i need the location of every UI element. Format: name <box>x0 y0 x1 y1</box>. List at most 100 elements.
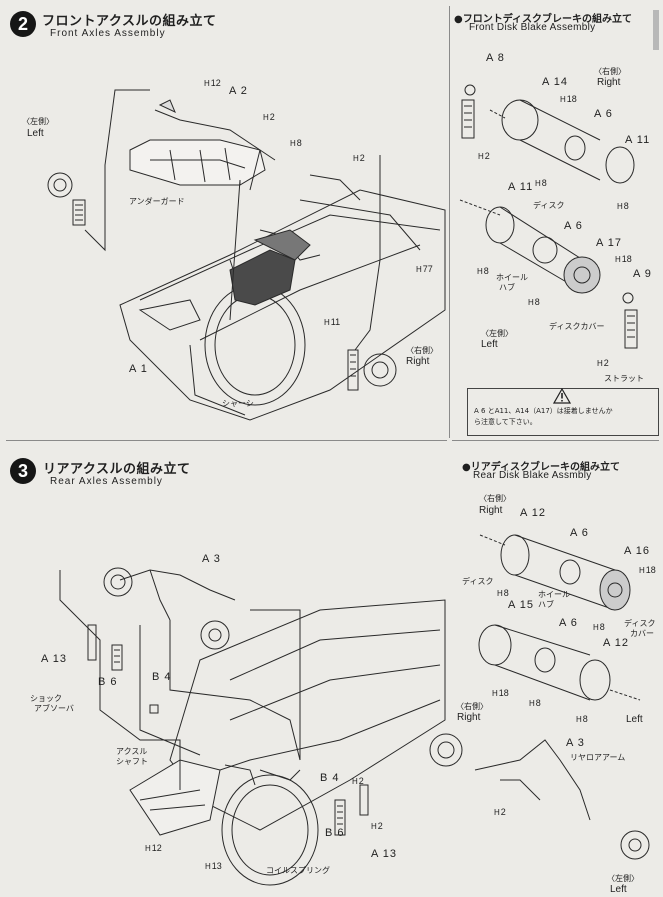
front-disk-a14: A 14 <box>542 76 569 88</box>
step3-b6b: B 6 <box>325 827 345 839</box>
rear-disk-title-jp: ●リアディスクブレーキの組み立て <box>462 462 621 473</box>
front-disk-strut: ストラット <box>604 374 644 383</box>
step3-h2a: 2 <box>352 776 364 786</box>
step3-a13a: A 13 <box>41 653 68 665</box>
rear-disk-a6b: A 6 <box>559 617 578 629</box>
step3-h2b: 2 <box>371 821 383 831</box>
step3-b4a: B 4 <box>152 671 172 683</box>
rear-disk-h8b: 8 <box>593 622 605 632</box>
step2-under-guard: アンダーガード <box>129 197 185 206</box>
front-disk-a9: A 9 <box>633 268 652 280</box>
step3-a13b: A 13 <box>371 848 398 860</box>
rear-disk-disk-cover-2: カバー <box>630 629 654 638</box>
rear-disk-a16: A 16 <box>624 545 651 557</box>
front-disk-h2b: 2 <box>597 358 609 368</box>
front-disk-a17: A 17 <box>596 237 623 249</box>
step3-h13: 13 <box>205 861 222 871</box>
warning-triangle-icon <box>553 388 571 404</box>
rear-disk-h8d: 8 <box>576 714 588 724</box>
step3-b4b: B 4 <box>320 772 340 784</box>
step3-a3: A 3 <box>202 553 221 565</box>
rear-disk-rear-arm: リヤロアアーム <box>570 753 626 762</box>
warning-line-1: A 6 とA11、A14（A17）は接着しませんか <box>474 407 613 415</box>
rear-disk-h2: 2 <box>494 807 506 817</box>
step2-a1: A 1 <box>129 363 148 375</box>
step2-h2a: 2 <box>263 112 275 122</box>
front-disk-h8c: 8 <box>477 266 489 276</box>
rear-disk-h18b: 18 <box>492 688 509 698</box>
step-2-title-en: Front Axles Assembly <box>50 28 166 39</box>
rear-disk-disk: ディスク <box>462 577 494 586</box>
rear-disk-left2-en: Left <box>610 884 627 895</box>
step-2-number: 2 <box>10 11 36 37</box>
rear-disk-left-en-a: Left <box>626 714 643 725</box>
step-3-title-jp: リアアクスルの組み立て <box>43 462 191 477</box>
front-disk-a11b: A 11 <box>508 181 534 193</box>
rear-disk-disk-cover-1: ディスク <box>624 619 656 628</box>
rear-disk-left2-jp: 〈左側〉 <box>607 874 639 883</box>
front-disk-h8d: 8 <box>528 297 540 307</box>
warning-box: A 6 とA11、A14（A17）は接着しませんか ら注意して下さい。 <box>467 388 659 436</box>
step3-h12: 12 <box>145 843 162 853</box>
rear-disk-wheel-hub-2: ハブ <box>538 600 554 609</box>
step3-axle-shaft-2: シャフト <box>116 757 148 766</box>
step2-left-label-jp: 〈左側〉 <box>22 117 54 126</box>
step3-axle-shaft-1: アクスル <box>116 747 148 756</box>
front-disk-right-jp: 〈右側〉 <box>594 67 626 76</box>
front-disk-wheel-hub-2: ハブ <box>499 283 515 292</box>
rear-disk-right2-jp: 〈右側〉 <box>456 702 488 711</box>
rear-disk-a15: A 15 <box>508 599 535 611</box>
front-disk-title-en: Front Disk Blake Assembly <box>469 22 596 33</box>
step-3-number: 3 <box>10 458 36 484</box>
step2-right-label-en: Right <box>406 356 430 367</box>
rear-disk-right-jp: 〈右側〉 <box>479 494 511 503</box>
front-disk-left-jp: 〈左側〉 <box>481 329 513 338</box>
step2-h11: 11 <box>324 317 340 327</box>
rear-disk-wheel-hub-1: ホイール <box>538 590 570 599</box>
front-disk-a8: A 8 <box>486 52 505 64</box>
panel-divider-horizontal-right <box>452 440 659 441</box>
step2-left-label-en: Left <box>27 128 44 139</box>
front-disk-title-jp: ●フロントディスクブレーキの組み立て <box>454 14 633 25</box>
step2-h77: 77 <box>416 264 433 274</box>
panel-divider-horizontal <box>6 440 447 441</box>
page-edge-shadow <box>653 10 659 50</box>
rear-disk-a12a: A 12 <box>520 507 547 519</box>
rear-disk-h18a: 18 <box>639 565 656 575</box>
front-disk-h8b: 8 <box>617 201 629 211</box>
step2-h2b: 2 <box>353 153 365 163</box>
front-disk-h2a: 2 <box>478 151 490 161</box>
rear-disk-h8c: 8 <box>529 698 541 708</box>
front-disk-disk: ディスク <box>533 201 565 210</box>
front-disk-h18b: 18 <box>615 254 632 264</box>
step3-b6a: B 6 <box>98 676 118 688</box>
step-2-title-jp: フロントアクスルの組み立て <box>42 14 217 29</box>
panel-divider-vertical-top <box>449 6 450 438</box>
front-disk-wheel-hub-1: ホイール <box>496 273 528 282</box>
step3-shock-1: ショック <box>30 694 62 703</box>
front-disk-a6b: A 6 <box>564 220 583 232</box>
rear-disk-right-en: Right <box>479 505 503 516</box>
rear-disk-h8a: 8 <box>497 588 509 598</box>
rear-disk-a12b: A 12 <box>603 637 630 649</box>
warning-text: A 6 とA11、A14（A17）は接着しませんか ら注意して下さい。 <box>474 406 654 428</box>
front-disk-h18a: 18 <box>560 94 577 104</box>
step2-chassis: シャーシ <box>222 399 254 408</box>
rear-disk-a3: A 3 <box>566 737 585 749</box>
front-disk-h8a: 8 <box>535 178 547 188</box>
front-disk-left-en: Left <box>481 339 498 350</box>
step2-right-label-jp: 〈右側〉 <box>406 346 438 355</box>
front-disk-a11a: A 11 <box>625 134 651 146</box>
rear-disk-a6a: A 6 <box>570 527 589 539</box>
rear-disk-right2-en: Right <box>457 712 481 723</box>
step2-a2: A 2 <box>229 85 248 97</box>
step2-h8: 8 <box>290 138 302 148</box>
step2-h12: 12 <box>204 78 221 88</box>
step3-coil-spring: コイルスプリング <box>266 866 330 875</box>
step-3-title-en: Rear Axles Assembly <box>50 476 163 487</box>
front-disk-disk-cover: ディスクカバー <box>549 322 605 331</box>
step3-shock-2: アブソーバ <box>34 704 74 713</box>
front-disk-a6a: A 6 <box>594 108 613 120</box>
